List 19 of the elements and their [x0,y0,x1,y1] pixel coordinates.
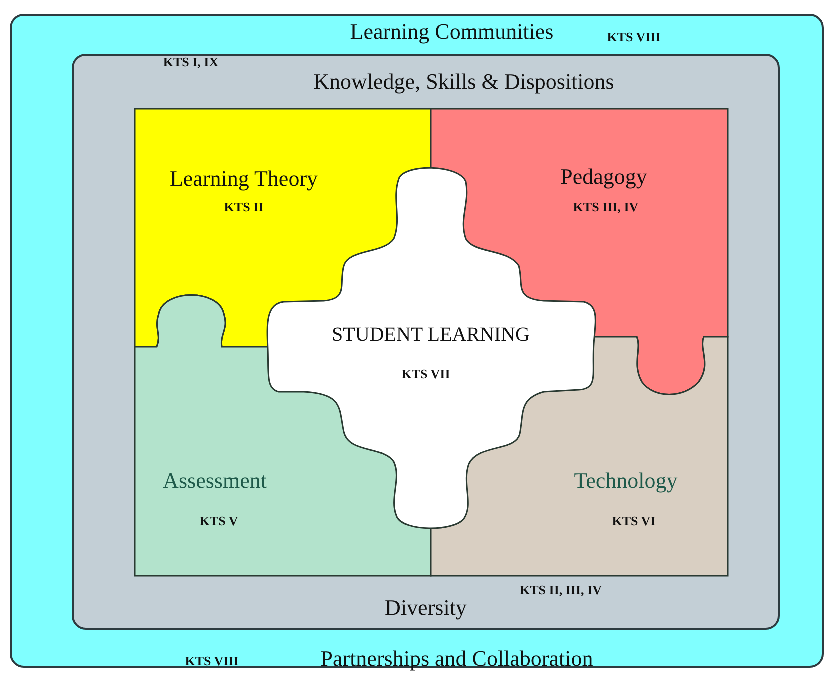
heading-text: Diversity [385,597,467,619]
standard-code: KTS VIII [185,654,239,668]
heading-text: Learning Theory [170,168,318,190]
standard-code: KTS I, IX [163,56,219,68]
standard-code: KTS V [200,514,238,528]
heading-text: Partnerships and Collaboration [320,648,594,670]
heading-text: Knowledge, Skills & Dispositions [314,71,614,93]
heading-text: Assessment [163,470,267,492]
standard-code: KTS II, III, IV [520,584,602,596]
standard-code: KTS VI [612,514,656,528]
standard-code: KTS VII [402,368,450,380]
heading-text: Technology [574,470,678,492]
heading-text: STUDENT LEARNING [332,325,530,345]
standard-code: KTS III, IV [573,200,639,214]
inner-panel [72,54,780,630]
standard-code: KTS II [224,200,264,214]
heading-text: Learning Communities [350,21,554,43]
heading-text: Pedagogy [560,166,648,188]
standard-code: KTS VIII [607,30,661,44]
